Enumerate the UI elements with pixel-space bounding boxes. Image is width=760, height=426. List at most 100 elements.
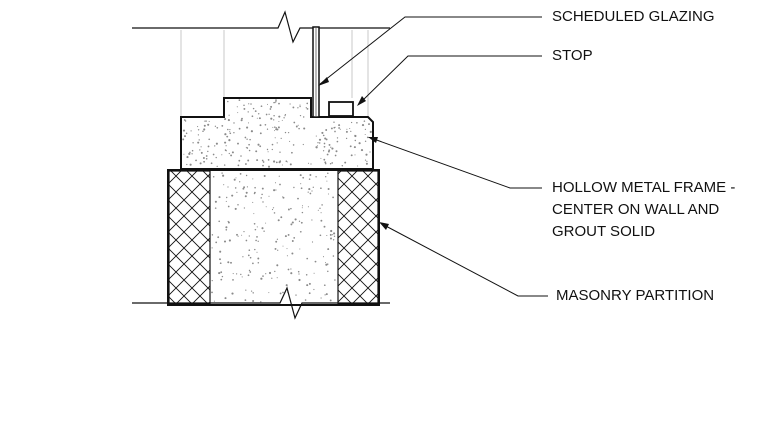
stipple-dot [233,122,235,124]
stipple-dot [322,150,325,152]
stipple-dot [247,159,250,162]
stipple-dot [323,142,326,145]
stipple-dot [357,165,359,167]
stipple-dot [237,164,240,167]
stipple-dot [260,301,262,303]
stipple-dot [227,119,230,122]
stipple-dot [338,124,341,127]
stipple-dot [260,105,263,108]
stipple-dot [190,130,192,132]
stipple-dot [257,143,260,146]
stipple-dot [364,128,367,131]
stipple-dot [278,175,280,177]
stipple-dot [191,153,193,155]
stipple-dot [289,163,292,166]
stipple-dot [332,239,335,241]
stipple-dot [313,288,315,291]
stipple-dot [315,146,318,149]
stipple-dot [231,292,234,295]
stipple-dot [248,249,251,251]
stipple-dot [273,115,275,117]
stipple-dot [223,240,227,243]
stipple-dot [332,255,335,257]
stipple-dot [292,106,295,109]
stipple-dot [308,178,311,180]
stipple-dot [256,117,258,119]
stipple-dot [299,105,301,108]
stipple-dot [368,123,370,126]
stipple-dot [297,197,299,200]
stipple-dot [269,108,272,110]
stipple-dot [271,208,274,211]
stipple-dot [267,159,270,161]
stipple-dot [265,113,268,116]
stipple-dot [298,127,300,130]
stipple-dot [353,146,356,149]
stipple-dot [199,162,202,165]
stipple-dot [291,221,294,224]
stipple-dot [320,157,322,159]
stipple-dot [249,138,251,141]
stipple-dot [245,191,248,194]
stipple-dot [282,245,284,247]
stipple-dot [257,262,260,264]
stipple-dot [262,201,264,203]
stipple-dot [243,230,245,233]
stipple-dot [222,174,225,177]
stipple-dot [271,277,273,279]
stipple-dot [266,148,269,151]
stipple-dot [284,131,287,134]
stipple-dot [292,144,295,146]
stipple-dot [214,125,217,127]
stipple-dot [255,150,258,153]
callout-scheduled-glazing: SCHEDULED GLAZING [552,8,715,25]
stipple-dot [273,160,276,163]
stipple-dot [325,293,328,296]
stipple-dot [330,146,332,148]
stipple-dot [332,234,334,236]
stipple-dot [334,279,336,281]
stipple-dot [273,212,276,214]
stipple-dot [297,107,299,109]
hidden-lines [180,30,369,117]
stipple-dot [314,260,317,263]
stipple-dot [241,276,243,278]
stipple-dot [230,261,232,264]
stipple-dot [184,135,186,138]
stipple-dot [252,107,255,110]
stipple-dot [327,193,330,195]
stipple-dot [203,160,206,163]
stipple-dot [252,201,254,203]
stipple-dot [278,115,281,118]
stipple-dot [275,127,277,129]
stipple-dot [227,205,230,208]
bottom-break-line [132,286,390,320]
stipple-dot [320,297,322,299]
stipple-dot [208,120,210,122]
stipple-dot [307,162,310,164]
stipple-dot [227,128,229,131]
stipple-dot [326,234,328,237]
stipple-dot [280,216,283,219]
stipple-dot [220,271,223,274]
stipple-dot [250,130,253,133]
stipple-dot [325,263,328,266]
stipple-dot [225,145,227,147]
stipple-dot [358,142,361,145]
stipple-dot [211,279,213,282]
stipple-dot [275,240,278,243]
stipple-dot [223,184,225,186]
stipple-dot [329,162,332,165]
stipple-dot [188,152,191,155]
stipple-dot [244,299,247,301]
stipple-dot [278,102,280,105]
stipple-dot [324,294,326,296]
stipple-dot [289,103,291,105]
stipple-dot [248,269,251,272]
stipple-dot [274,126,276,128]
stipple-dot [189,151,191,154]
callout-hollow-metal-frame: HOLLOW METAL FRAME - CENTER ON WALL AND … [552,177,735,243]
stipple-dot [344,161,347,164]
stipple-dot [315,135,317,137]
stipple-dot [250,103,252,105]
